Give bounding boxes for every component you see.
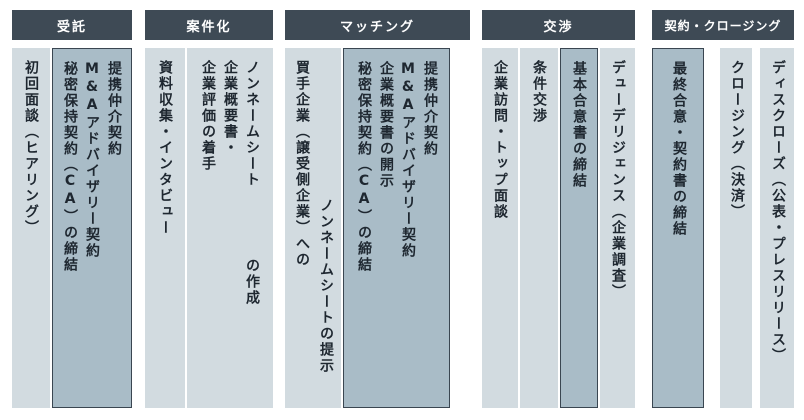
- step-final-agreement: 最終合意・契約書の締結: [652, 48, 704, 408]
- step-document-collection: 資料収集・インタビュー: [145, 48, 185, 408]
- phase-header-keiyaku-closing: 契約・クロージング: [652, 10, 794, 40]
- step-label: デューデリジェンス（企業調査）: [610, 60, 626, 300]
- step-label: 資料収集・インタビュー: [157, 60, 173, 236]
- step-label: 最終合意・契約書の締結: [671, 61, 687, 237]
- step-disclosure: ディスクローズ（公表・プレスリリース）: [760, 48, 794, 408]
- step-label: 初回面談（ヒアリング）: [23, 60, 39, 236]
- step-company-visit: 企業訪問・トップ面談: [482, 48, 518, 408]
- step-label: ディスクローズ（公表・プレスリリース）: [770, 60, 786, 364]
- phase-header-juka: 受託: [12, 10, 132, 40]
- step-overview-disclosure: 提携仲介契約 M&Aアドバイザリー契約 企業概要書の開示 秘密保持契約（CA）の…: [343, 48, 450, 408]
- step-label: 条件交渉: [531, 60, 547, 124]
- step-label: 基本合意書の締結: [571, 61, 587, 189]
- step-closing: クロージング（決済）: [720, 48, 752, 408]
- phase-header-kosho: 交渉: [482, 10, 635, 40]
- step-advisory-contract: 提携仲介契約 M&Aアドバイザリー契約 秘密保持契約（CA）の締結: [52, 48, 132, 408]
- step-initial-interview: 初回面談（ヒアリング）: [12, 48, 50, 408]
- phase-header-ankenka: 案件化: [145, 10, 273, 40]
- step-label: ノンネームシート 企業概要書・ 企業評価の着手: [200, 60, 260, 188]
- step-label-tail: の作成: [244, 258, 260, 306]
- step-label-head: ノンネームシートの提示: [318, 198, 334, 374]
- step-basic-agreement: 基本合意書の締結: [560, 48, 598, 408]
- step-due-diligence: デューデリジェンス（企業調査）: [600, 48, 635, 408]
- step-nonname-sheet-creation: ノンネームシート 企業概要書・ 企業評価の着手 の作成: [187, 48, 273, 408]
- step-label: 買手企業（譲受側企業）への: [294, 60, 310, 268]
- step-nonname-sheet-presentation: 買手企業（譲受側企業）への ノンネームシートの提示: [285, 48, 341, 408]
- step-label: 企業訪問・トップ面談: [492, 60, 508, 220]
- step-label: 提携仲介契約 M&Aアドバイザリー契約 企業概要書の開示 秘密保持契約（CA）の…: [356, 61, 438, 273]
- phase-header-matching: マッチング: [285, 10, 470, 40]
- step-label: クロージング（決済）: [729, 60, 745, 220]
- step-terms-negotiation: 条件交渉: [520, 48, 558, 408]
- step-label: 提携仲介契約 M&Aアドバイザリー契約 秘密保持契約（CA）の締結: [62, 61, 122, 273]
